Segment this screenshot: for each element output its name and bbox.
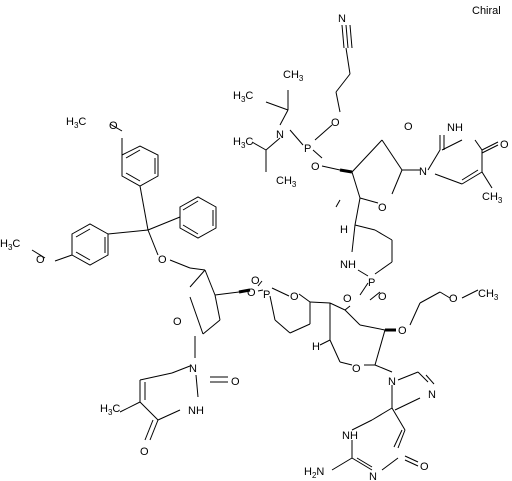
atom-h3c-2: H3C: [0, 238, 20, 252]
atom-nh-g: NH: [342, 430, 358, 442]
atom-ch3-ip2: CH3: [276, 175, 297, 189]
left-sugar: [189, 267, 251, 358]
atom-o-ring-phos-right: O: [343, 293, 352, 305]
methoxyphenyl-ring-1: [121, 145, 159, 187]
left-thymine: [119, 365, 228, 441]
atom-o-ring-phos-left: O: [290, 291, 299, 303]
atom-o-ring-guanosine: O: [352, 363, 361, 375]
atom-h-1: H: [340, 224, 348, 236]
atom-o-methoxy-1: O: [109, 120, 118, 132]
atom-ch3-ip1: CH3: [283, 69, 304, 83]
phosphoramidite-arm: [251, 24, 353, 172]
guanosine-sugar: [319, 289, 479, 373]
methoxyphenyl-ring-2: [71, 223, 109, 266]
atom-o-trityl-ether: O: [158, 254, 167, 266]
atom-o-sugar-link-left: O: [247, 287, 256, 299]
atom-o-dbl-left: O: [251, 275, 260, 287]
atom-ch3-thymine-right: CH3: [482, 191, 503, 205]
atom-o-ring-right: O: [378, 202, 387, 214]
atom-o-dbl-right: O: [378, 291, 387, 303]
right-azaphosphinane: [344, 224, 393, 311]
left-oxaphosphinane: [257, 280, 346, 340]
right-thymine: [427, 135, 499, 189]
atom-p-right: P: [368, 277, 375, 289]
atom-o-thymine-right-2: O: [500, 139, 509, 151]
atom-h2n: H2N: [304, 466, 324, 480]
atom-h-2: H: [312, 341, 320, 353]
atom-o-g: O: [420, 461, 429, 473]
atom-nh-thymine-left: NH: [188, 405, 204, 417]
atom-n-thymine-right: N: [419, 166, 427, 178]
atom-h3c-1: H3C: [66, 116, 86, 130]
atom-n-nitrile: N: [338, 13, 346, 25]
atom-o-thymine-right-1: O: [404, 121, 413, 133]
atom-p-left: P: [263, 289, 270, 301]
atom-n-thymine-left: N: [189, 363, 197, 375]
atom-o-phosphite: O: [331, 117, 340, 129]
atom-o-sugar-link-right: O: [311, 161, 320, 173]
atom-o-moe-1: O: [398, 325, 407, 337]
atom-nh-thymine-right: NH: [447, 122, 463, 134]
atom-o-methoxy-2: O: [36, 254, 45, 266]
atom-o-thymine-left-1: O: [231, 376, 240, 388]
atom-h3c-thymine-left: H3C: [100, 403, 120, 417]
guanine-base: [331, 371, 435, 471]
chiral-flag: Chiral: [472, 5, 501, 17]
atom-nh-ring: NH: [340, 259, 356, 271]
atom-n-amine: N: [276, 129, 284, 141]
dmt-group: [31, 123, 217, 269]
atom-o-ring-left: O: [173, 316, 182, 328]
atom-h3c-ip2: H3C: [233, 136, 253, 150]
atom-n-g7: N: [428, 389, 436, 401]
atom-o-thymine-left-2: O: [140, 446, 149, 458]
atom-ch3-moe: CH3: [478, 288, 499, 302]
atom-p-phosphite: P: [304, 143, 311, 155]
atom-n-g9: N: [388, 376, 396, 388]
atom-o-moe-2: O: [449, 293, 458, 305]
right-sugar: [321, 139, 420, 226]
atom-h3c-ip1: H3C: [233, 90, 253, 104]
phenyl-ring: [179, 196, 217, 239]
atom-n-g3: N: [369, 471, 377, 481]
